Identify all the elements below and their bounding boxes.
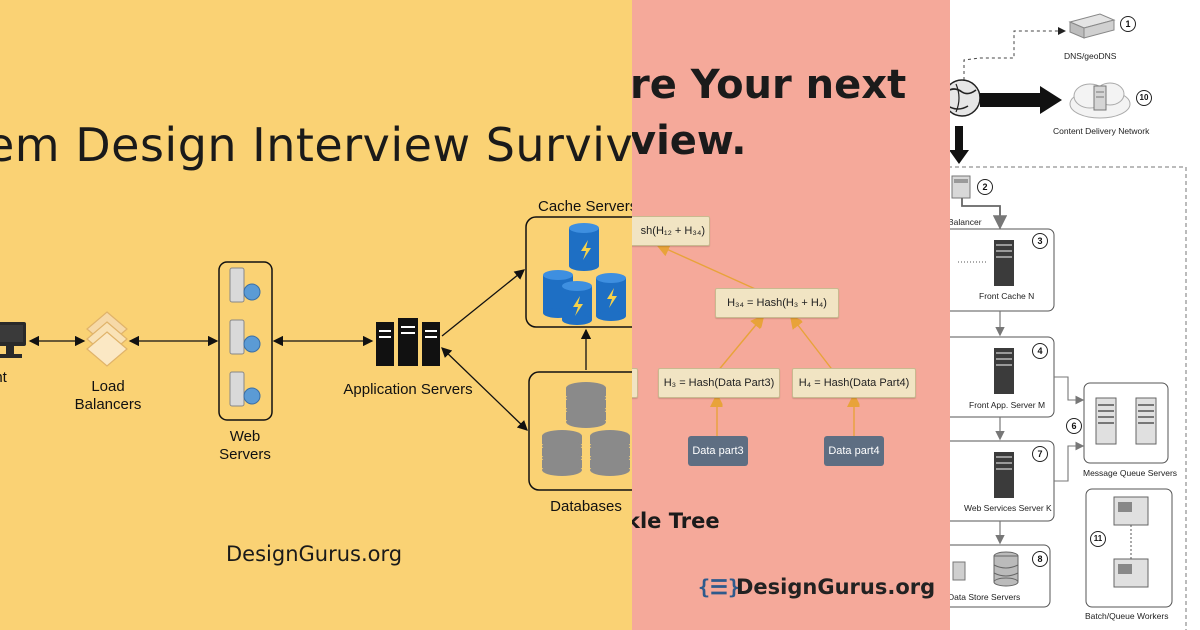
web-services-label: Web Services Server K — [964, 503, 1052, 513]
merkle-tree-panel: re Your next view. sh(H₁₂ + H₃₄) H₃₄ = H… — [632, 0, 950, 630]
batch-worker-server-icon — [1113, 496, 1149, 588]
system-design-panel: em Design Interview Survival G — [0, 0, 632, 630]
message-queue-label: Message Queue Servers — [1083, 468, 1178, 478]
architecture-diagram — [0, 216, 632, 491]
step-number-8: 8 — [1032, 551, 1048, 567]
batch-workers-box — [1085, 488, 1173, 608]
dns-label: DNS/geoDNS — [1064, 51, 1117, 61]
panel-title-line2: view. — [632, 118, 747, 164]
databases-label: Databases — [550, 498, 622, 515]
scalable-architecture-panel: 1 10 2 3 4 6 7 8 11 DNS/geoDNS Content D… — [950, 0, 1200, 630]
front-cache-label: Front Cache N — [979, 291, 1035, 301]
merkle-caption: kle Tree — [632, 509, 720, 533]
batch-workers-label: Batch/Queue Workers — [1085, 611, 1169, 621]
balancer-label: Balancer — [950, 217, 982, 227]
step-number-1: 1 — [1120, 16, 1136, 32]
cdn-cloud-icon — [1069, 82, 1131, 119]
cache-servers-box — [525, 216, 632, 328]
panel-title-line1: re Your next — [632, 62, 907, 108]
app-servers-label: Application Servers — [343, 381, 473, 398]
cdn-label: Content Delivery Network — [1053, 126, 1150, 136]
step-number-4: 4 — [1032, 343, 1048, 359]
merkle-node-h3: H₃ = Hash(Data Part3) — [658, 368, 780, 398]
panel-title: em Design Interview Survival G — [0, 118, 632, 172]
architecture-flow-diagram — [950, 13, 1187, 630]
web-services-server-icon — [994, 452, 1014, 498]
datacenter-region — [950, 166, 1187, 630]
web-server-icon — [229, 267, 261, 407]
merkle-tree-diagram — [632, 0, 950, 436]
cache-servers-label: Cache Servers — [538, 198, 632, 215]
step-number-2: 2 — [977, 179, 993, 195]
web-servers-label: Web Servers — [219, 428, 271, 463]
application-server-icon — [376, 318, 440, 366]
front-app-label: Front App. Server M — [969, 400, 1046, 410]
front-app-server-icon — [994, 348, 1014, 394]
brand-text: DesignGurus.org — [226, 542, 403, 566]
merkle-node-h4: H₄ = Hash(Data Part4) — [792, 368, 916, 398]
web-servers-box — [218, 261, 273, 421]
message-queue-server-icon — [1095, 397, 1157, 445]
brand-text: DesignGurus.org — [736, 575, 936, 599]
step-number-11: 11 — [1090, 531, 1106, 547]
front-cache-server-icon — [994, 240, 1014, 286]
data-store-icon — [952, 551, 1019, 587]
merkle-node-h34: H₃₄ = Hash(H₃ + H₄) — [715, 288, 839, 318]
load-balancer-server-icon — [951, 175, 971, 199]
step-number-10: 10 — [1136, 90, 1152, 106]
database-icon — [542, 382, 630, 476]
load-balancer-icon — [86, 311, 128, 367]
brand-logo-icon: {☰} — [698, 575, 741, 599]
data-part3-node: Data part3 — [688, 436, 748, 466]
databases-box — [528, 371, 632, 491]
load-balancers-label: Load Balancers — [74, 378, 142, 413]
merkle-root-node: sh(H₁₂ + H₃₄) — [632, 216, 710, 246]
dns-server-icon — [1068, 13, 1116, 39]
step-number-7: 7 — [1032, 446, 1048, 462]
step-number-6: 6 — [1066, 418, 1082, 434]
data-part4-node: Data part4 — [824, 436, 884, 466]
globe-icon — [950, 79, 981, 117]
merkle-node-h2: ) — [632, 368, 638, 398]
step-number-3: 3 — [1032, 233, 1048, 249]
data-store-label: Data Store Servers — [950, 592, 1021, 602]
client-monitor-icon — [0, 322, 26, 358]
cache-server-icon — [543, 223, 626, 325]
client-label: ent — [0, 369, 7, 386]
